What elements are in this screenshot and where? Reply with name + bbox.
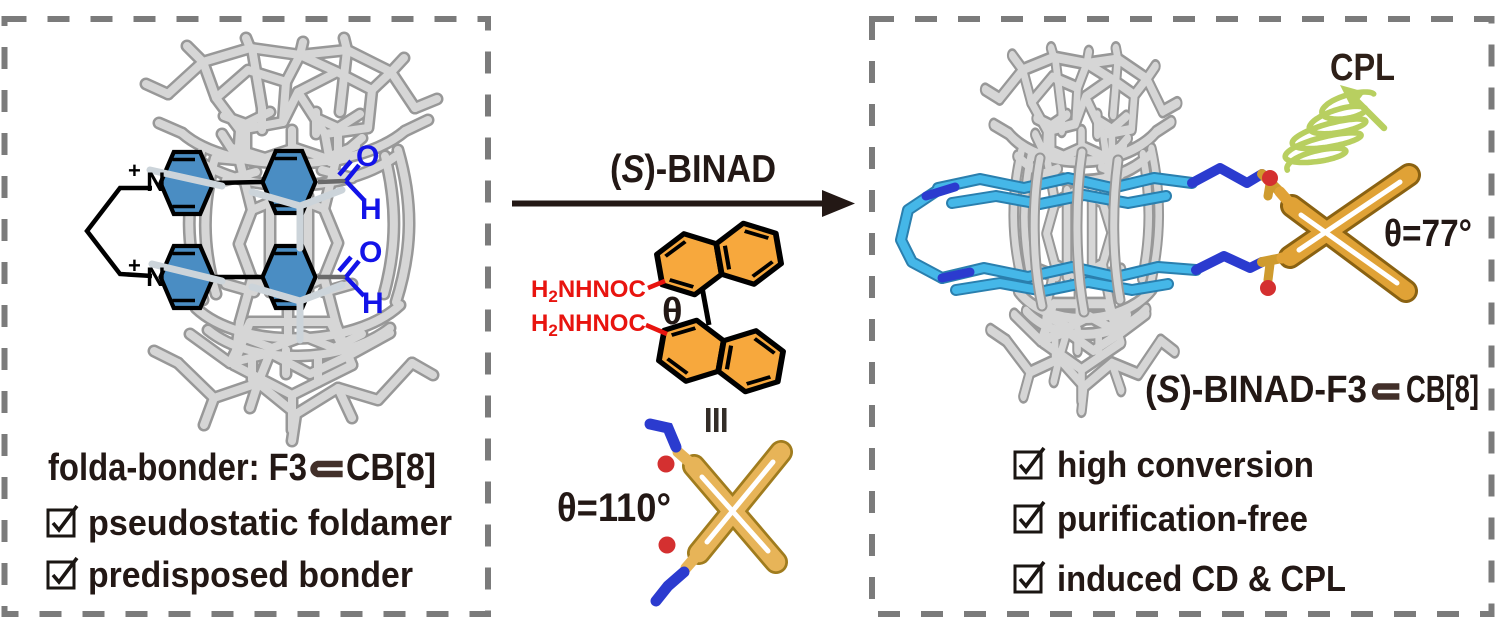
svg-text:CB[8]: CB[8] (1406, 369, 1479, 411)
svg-text:folda-bonder: F3: folda-bonder: F3 (48, 447, 307, 489)
svg-text:O: O (359, 236, 382, 269)
svg-text:CPL: CPL (1330, 47, 1395, 89)
svg-text:H2NHNOC: H2NHNOC (531, 310, 646, 340)
svg-text:N: N (146, 167, 166, 197)
svg-text:(S)-BINAD-F3: (S)-BINAD-F3 (1145, 369, 1367, 411)
svg-text:H: H (362, 287, 384, 320)
svg-text:high conversion: high conversion (1057, 444, 1314, 485)
svg-text:induced CD & CPL: induced CD & CPL (1057, 558, 1346, 599)
svg-text:N: N (146, 262, 166, 292)
svg-text:θ=77°: θ=77° (1384, 213, 1472, 255)
svg-text:O: O (356, 140, 379, 173)
svg-text:H: H (360, 193, 382, 226)
svg-text:(S)-BINAD: (S)-BINAD (610, 148, 776, 191)
svg-text:θ: θ (662, 291, 683, 333)
svg-text:CB[8]: CB[8] (346, 447, 436, 489)
svg-text:H2NHNOC: H2NHNOC (531, 276, 646, 306)
svg-text:θ=110°: θ=110° (557, 486, 671, 530)
svg-text:predisposed bonder: predisposed bonder (88, 554, 413, 595)
svg-text:+: + (128, 253, 141, 278)
svg-text:+: + (128, 158, 141, 183)
svg-text:purification-free: purification-free (1057, 498, 1308, 539)
svg-text:pseudostatic foldamer: pseudostatic foldamer (88, 502, 452, 543)
